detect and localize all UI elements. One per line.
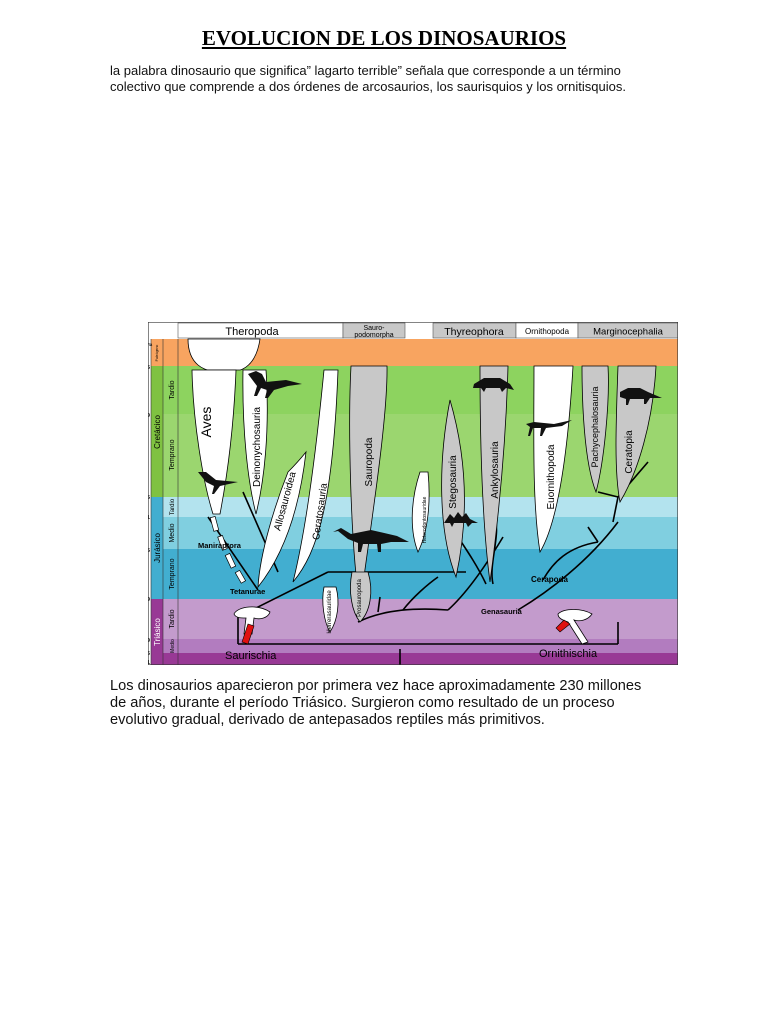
- label-deinonychosauria: Deinonychosauria: [252, 407, 263, 487]
- ornithopod-silhouette-icon: [526, 420, 572, 436]
- age-99: 99: [148, 413, 150, 419]
- header-theropoda: Theropoda: [225, 326, 279, 338]
- ma-label: Ma: [148, 342, 153, 347]
- label-pachycephalosauria: Pachycephalosauria: [590, 386, 600, 467]
- band-triassic-early: [178, 653, 678, 665]
- page-title: EVOLUCION DE LOS DINOSAURIOS: [201, 26, 567, 50]
- age-175: 175: [148, 548, 150, 554]
- clade-ankylosauria-shape: [479, 365, 509, 583]
- epoch-jurasico-tardio: Tardio: [170, 498, 176, 515]
- age-251: 251: [148, 660, 150, 665]
- epoch-jurasico-temprano: Temprano: [169, 558, 176, 589]
- stegosaur-silhouette-icon: [444, 512, 478, 527]
- label-herrerasauridae: Herrerasauridae: [327, 590, 333, 634]
- band-triassic-middle: [178, 639, 678, 653]
- age-229: 229: [148, 638, 150, 644]
- age-199: 199: [148, 597, 150, 603]
- clade-allosauroidea-shape: [257, 450, 307, 589]
- label-genasauria: Genasauria: [481, 607, 523, 616]
- age-145: 145: [148, 495, 150, 501]
- label-heterodontosauridae: Heterodontosauridae: [422, 496, 428, 543]
- clade-euornithopoda-shape: [533, 365, 574, 554]
- dinosaur-phylogeny-figure: Theropoda Sauro- podomorpha Thyreophora …: [148, 322, 678, 665]
- label-cerapoda: Cerapoda: [531, 575, 568, 584]
- header-sauropodomorpha-1: Sauro-: [363, 325, 385, 332]
- clade-pachycephalosauria-shape: [581, 365, 609, 494]
- header-marginocephalia: Marginocephalia: [593, 327, 663, 338]
- age-246: 246: [148, 651, 150, 657]
- intro-text: la palabra dinosaurio que significa” lag…: [110, 63, 626, 94]
- epoch-triasico-medio: Medio: [170, 639, 176, 653]
- age-65: 65: [148, 365, 150, 371]
- period-jurasico: Jurásico: [153, 533, 162, 563]
- dinosaur-silhouettes: [198, 371, 662, 552]
- sauropod-silhouette-icon: [333, 528, 409, 552]
- clade-ceratosauria-shape: [292, 369, 339, 583]
- epoch-cretacico-tardio: Tardio: [169, 380, 176, 399]
- clade-aves-shape: [187, 338, 261, 371]
- period-paleogeno: Paleógeno: [155, 345, 159, 362]
- clade-stegosauria-shape: [441, 399, 465, 579]
- ornithischian-pelvis-icon: [555, 609, 593, 645]
- body-paragraph: Los dinosaurios aparecieron por primera …: [110, 678, 642, 728]
- theropod-silhouette-icon: [248, 371, 302, 398]
- label-stegosauria: Stegosauria: [448, 455, 459, 509]
- band-paleogene: [178, 339, 678, 366]
- label-ornithischia: Ornithischia: [539, 648, 598, 660]
- ceratopsian-silhouette-icon: [620, 388, 662, 405]
- label-prosauropoda: Prosauropoda: [357, 578, 363, 616]
- period-triasico: Triásico: [153, 618, 162, 646]
- header-thyreophora: Thyreophora: [444, 326, 504, 338]
- label-aves: Aves: [198, 407, 214, 438]
- bird-silhouette-icon: [198, 472, 238, 494]
- header-sauropodomorpha-2: podomorpha: [354, 332, 393, 339]
- clade-herrerasauridae-shape: [322, 586, 339, 633]
- clade-deinonychosauria-shape: [242, 369, 268, 515]
- ankylosaur-silhouette-icon: [473, 378, 514, 392]
- epoch-jurasico-medio: Medio: [169, 523, 176, 542]
- label-ceratopia: Ceratopia: [624, 430, 635, 474]
- period-cretacico: Cretácico: [153, 415, 162, 449]
- label-tetanurae: Tetanurae: [230, 587, 265, 596]
- label-maniraptora: Maniraptora: [198, 541, 242, 550]
- label-sauropoda: Sauropoda: [364, 437, 375, 486]
- clade-prosauropoda-shape: [350, 571, 372, 623]
- age-161: 161: [148, 515, 150, 521]
- label-ankylosauria: Ankylosauria: [490, 441, 501, 499]
- epoch-triasico-tardio: Tardio: [169, 609, 176, 628]
- header-ornithopoda: Ornithopoda: [525, 327, 570, 336]
- band-jurassic-middle: [178, 517, 678, 549]
- epoch-cretacico-temprano: Temprano: [169, 439, 176, 470]
- saurischian-pelvis-icon: [233, 606, 271, 645]
- label-euornithopoda: Euornithopoda: [546, 444, 557, 509]
- clade-heterodontosauridae-shape: [411, 471, 430, 553]
- label-saurischia: Saurischia: [225, 650, 277, 662]
